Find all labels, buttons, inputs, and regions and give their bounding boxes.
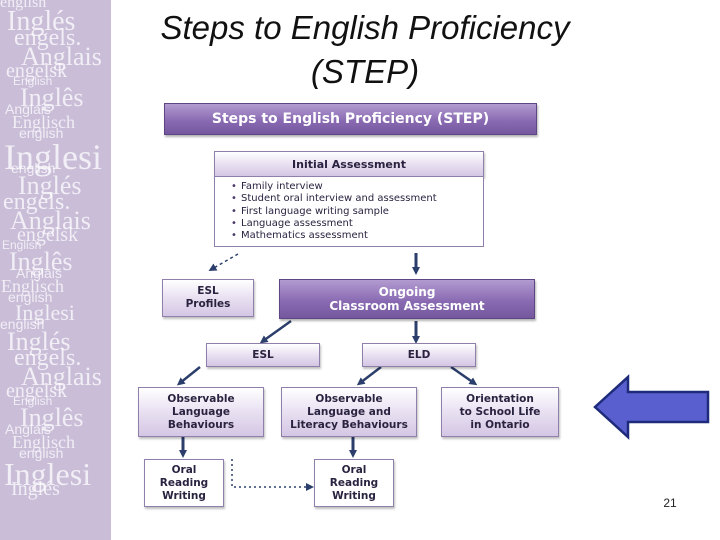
arrow-esl-to-observable-lang: [176, 366, 201, 386]
obs-lit-line2: Language and: [307, 405, 391, 418]
initial-assessment-box: Initial Assessment: [214, 151, 484, 177]
sidebar-word: Inglés: [7, 327, 71, 356]
sidebar-word: English: [2, 238, 42, 252]
esl-box: ESL: [206, 343, 320, 367]
obs-lang-line3: Behaviours: [167, 418, 235, 431]
slide-number: 21: [663, 496, 677, 510]
sidebar-word: english: [19, 125, 64, 141]
sidebar-word: engels.: [14, 25, 82, 51]
skills-right-line1: Oral: [341, 463, 367, 476]
sidebar-word: english: [8, 289, 53, 305]
skills-right-line3: Writing: [332, 489, 376, 502]
skills-left-line2: Reading: [159, 476, 209, 489]
skills-left-line3: Writing: [162, 489, 206, 502]
sidebar-word: Englisch: [12, 112, 75, 132]
arrow-initial-to-esl-profiles: [208, 253, 239, 271]
initial-assessment-list: Family interview Student oral interview …: [214, 177, 484, 247]
obs-lang-line2: Language: [172, 405, 230, 418]
sidebar-word: engels.: [3, 189, 71, 215]
sidebar-word: Inglés: [18, 171, 82, 200]
esl-profiles-line2: Profiles: [185, 298, 231, 310]
sidebar-word: engels.: [14, 345, 82, 371]
sidebar-word: english: [0, 0, 47, 11]
observable-literacy-box: Observable Language and Literacy Behavio…: [281, 387, 417, 437]
observable-language-box: Observable Language Behaviours: [138, 387, 264, 437]
orientation-line1: Orientation: [466, 392, 534, 405]
connector-arrows: [176, 253, 478, 491]
ongoing-line1: Ongoing: [378, 285, 436, 299]
skills-right-line2: Reading: [329, 476, 379, 489]
slide-title: Steps to English Proficiency (STEP): [115, 6, 615, 94]
sidebar-word: Inglesi: [4, 137, 102, 177]
skills-right-box: Oral Reading Writing: [314, 459, 394, 507]
ongoing-line2: Classroom Assessment: [329, 299, 485, 313]
orientation-box: Orientation to School Life in Ontario: [441, 387, 559, 437]
sidebar-word: English: [13, 74, 53, 88]
sidebar-word: Anglais: [10, 206, 91, 235]
list-item: Language assessment: [231, 218, 483, 231]
sidebar-word: Inglesi: [4, 456, 92, 492]
esl-profiles-line1: ESL: [197, 285, 219, 297]
arrow-ongoing-to-esl: [259, 319, 292, 344]
sidebar-word: engelsk: [17, 224, 79, 246]
sidebar-word: Englisch: [12, 432, 75, 452]
obs-lang-line1: Observable: [167, 392, 235, 405]
step-diagram: Steps to English Proficiency (STEP) Init…: [116, 89, 604, 527]
list-item: Family interview: [231, 181, 483, 194]
slide-title-line1: Steps to English Proficiency: [160, 9, 570, 46]
step-header-label: Steps to English Proficiency (STEP): [211, 111, 490, 127]
arrow-eld-to-observable-lit: [356, 366, 382, 386]
initial-assessment-title: Initial Assessment: [292, 157, 406, 171]
sidebar-word: english: [0, 316, 45, 332]
slide-title-line2: (STEP): [310, 53, 420, 90]
sidebar-word: Inglesi: [15, 300, 75, 325]
sidebar-word: Inglés: [7, 6, 76, 37]
obs-lit-line3: Literacy Behaviours: [290, 418, 408, 431]
esl-label: ESL: [252, 348, 274, 361]
arrow-eld-to-orientation: [450, 365, 478, 386]
sidebar-word: Anglais: [21, 362, 102, 391]
sidebar-word: Anglais: [21, 42, 102, 71]
list-item: First language writing sample: [231, 206, 483, 219]
list-item: Mathematics assessment: [231, 230, 483, 243]
skills-left-box: Oral Reading Writing: [144, 459, 224, 507]
sidebar-word: english: [19, 445, 64, 461]
sidebar-word: Anglais: [5, 101, 51, 117]
sidebar-word: engelsk: [6, 60, 68, 82]
left-arrow-icon: [593, 374, 710, 440]
sidebar-word: Inglês: [20, 403, 84, 432]
skills-left-line1: Oral: [171, 463, 197, 476]
eld-box: ELD: [362, 343, 476, 367]
step-header-box: Steps to English Proficiency (STEP): [164, 103, 537, 135]
sidebar-word: english: [11, 160, 56, 176]
sidebar-word: English: [13, 394, 53, 408]
sidebar-word: engelsk: [6, 380, 68, 402]
eld-label: ELD: [407, 348, 431, 361]
sidebar-word: Anglais: [16, 265, 62, 281]
esl-profiles-box: ESL Profiles: [162, 279, 254, 317]
sidebar-word: Inglés: [11, 478, 60, 500]
sidebar-word: Inglês: [20, 83, 84, 112]
sidebar-word: Inglês: [9, 247, 73, 276]
orientation-line3: in Ontario: [470, 418, 530, 431]
sidebar-word: Englisch: [1, 276, 64, 296]
dotted-link-skills: [231, 459, 314, 491]
orientation-line2: to School Life: [459, 405, 541, 418]
obs-lit-line1: Observable: [315, 392, 383, 405]
sidebar-word: Anglais: [5, 421, 51, 437]
list-item: Student oral interview and assessment: [231, 193, 483, 206]
ongoing-assessment-box: Ongoing Classroom Assessment: [279, 279, 535, 319]
